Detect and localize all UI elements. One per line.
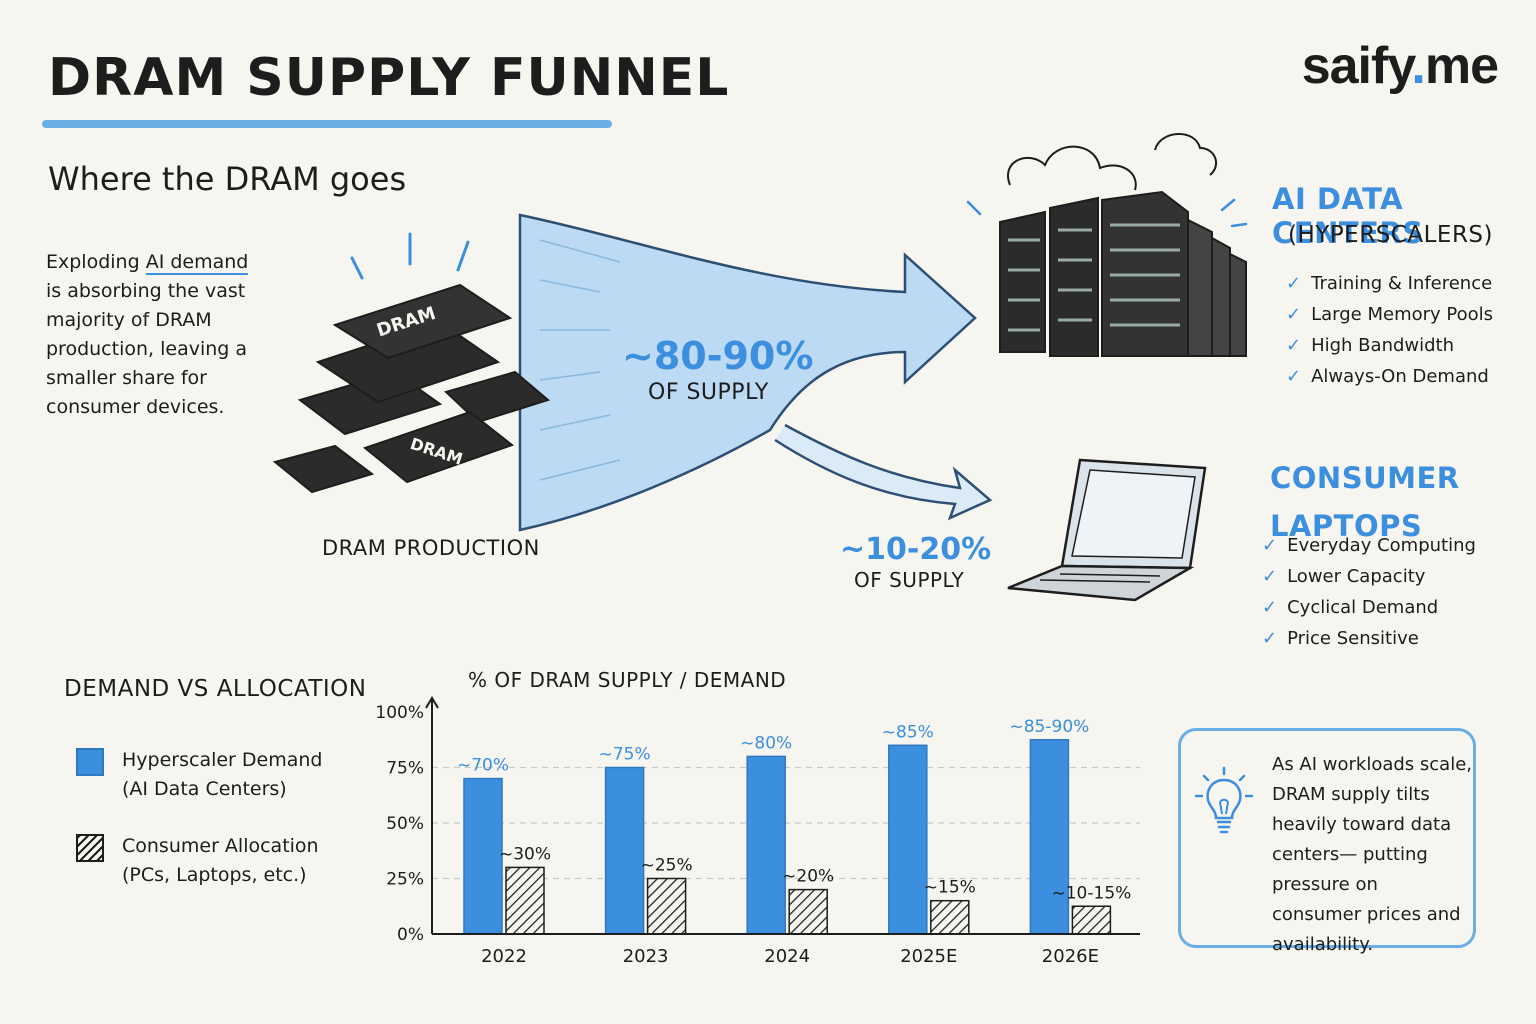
laptop-title: CONSUMER LAPTOPS — [1270, 454, 1460, 550]
list-item: ✓ Cyclical Demand — [1262, 592, 1476, 623]
bar-hyperscaler — [604, 766, 645, 935]
check-icon: ✓ — [1262, 535, 1278, 556]
brand-dot: . — [1411, 37, 1425, 95]
point-label: High Bandwidth — [1311, 335, 1455, 356]
data-label-hyperscaler: ~75% — [599, 745, 651, 765]
funnel-illustration: DRAM DRAM — [272, 133, 1248, 602]
datacenter-points: ✓ Training & Inference ✓ Large Memory Pool… — [1286, 268, 1493, 392]
datacenter-subtitle: (HYPERSCALERS) — [1288, 222, 1493, 248]
laptop-title-line1: CONSUMER — [1270, 461, 1460, 495]
bar-consumer — [646, 877, 687, 935]
minor-share-sub: OF SUPPLY — [854, 568, 965, 592]
legend-label: Consumer Allocation — [122, 835, 319, 857]
laptop-icon — [1007, 458, 1207, 602]
legend-swatch-hyperscaler — [76, 748, 104, 776]
legend-sublabel: (PCs, Laptops, etc.) — [122, 864, 307, 886]
point-label: Always-On Demand — [1311, 366, 1489, 387]
minor-share-pct: ~10-20% — [840, 532, 992, 567]
list-item: ✓ Everyday Computing — [1262, 530, 1476, 561]
list-item: ✓ High Bandwidth — [1286, 330, 1493, 361]
spark-marks — [350, 232, 470, 280]
section-title: DEMAND VS ALLOCATION — [64, 676, 367, 702]
bar-hyperscaler — [463, 777, 503, 935]
laptop-points: ✓ Everyday Computing ✓ Lower Capacity ✓ Cyc… — [1262, 530, 1476, 654]
data-label-hyperscaler: ~85-90% — [1010, 717, 1090, 737]
list-item: ✓ Large Memory Pools — [1286, 299, 1493, 330]
legend-item-hyperscaler: Hyperscaler Demand (AI Data Centers) — [122, 746, 322, 804]
check-icon: ✓ — [1286, 366, 1302, 387]
data-label-consumer: ~20% — [782, 867, 834, 887]
legend-swatch-consumer — [76, 834, 104, 862]
bar-consumer — [1071, 905, 1112, 935]
data-label-consumer: ~30% — [499, 844, 551, 864]
check-icon: ✓ — [1262, 597, 1278, 618]
source-label: DRAM PRODUCTION — [322, 536, 540, 560]
legend-item-consumer: Consumer Allocation (PCs, Laptops, etc.) — [122, 832, 319, 890]
data-label-consumer: ~15% — [924, 878, 976, 898]
x-tick-label: 2023 — [623, 946, 669, 967]
brand-main: saify — [1301, 37, 1413, 95]
insight-callout — [1178, 728, 1476, 948]
brand-logo: saify.me — [1301, 36, 1499, 96]
check-icon: ✓ — [1286, 273, 1302, 294]
list-item: ✓ Price Sensitive — [1262, 623, 1476, 654]
bar-consumer — [505, 866, 545, 935]
data-label-hyperscaler: ~85% — [882, 722, 934, 742]
funnel-arrow-main — [518, 213, 977, 532]
bar-hyperscaler — [1029, 739, 1070, 935]
bar-hyperscaler — [746, 755, 786, 935]
check-icon: ✓ — [1262, 628, 1278, 649]
data-label-hyperscaler: ~70% — [457, 756, 509, 776]
chart-title: % OF DRAM SUPPLY / DEMAND — [468, 668, 787, 692]
intro-part1: Exploding — [46, 251, 146, 273]
page-title: DRAM SUPPLY FUNNEL — [48, 48, 730, 108]
data-label-hyperscaler: ~80% — [740, 733, 792, 753]
laptop-title-line2: LAPTOPS — [1270, 509, 1423, 543]
title-underline — [42, 120, 612, 128]
check-icon: ✓ — [1286, 304, 1302, 325]
point-label: Large Memory Pools — [1311, 304, 1494, 325]
y-axis-arrow — [425, 696, 439, 709]
dram-chips-icon — [272, 283, 551, 494]
main-share-pct: ~80-90% — [622, 334, 814, 378]
point-label: Cyclical Demand — [1287, 597, 1439, 618]
brand-tld: me — [1424, 37, 1499, 95]
data-label-consumer: ~10-15% — [1052, 883, 1132, 903]
x-tick-label: 2026E — [1042, 946, 1099, 967]
legend-sublabel: (AI Data Centers) — [122, 778, 287, 800]
y-tick-label: 25% — [386, 870, 424, 890]
list-item: ✓ Lower Capacity — [1262, 561, 1476, 592]
y-tick-label: 75% — [386, 759, 424, 779]
intro-highlight: AI demand — [145, 251, 249, 275]
callout-text: As AI workloads scale, DRAM supply tilts… — [1272, 754, 1472, 955]
bar-hyperscaler — [888, 744, 928, 935]
point-label: Training & Inference — [1311, 273, 1493, 294]
x-tick-label: 2024 — [764, 946, 810, 967]
y-tick-label: 0% — [397, 925, 424, 945]
check-icon: ✓ — [1286, 335, 1302, 356]
page-subtitle: Where the DRAM goes — [48, 160, 407, 198]
bar-consumer — [788, 888, 828, 935]
bar-chart: 0% 25% 50% 75% 100% ~70% ~30% 2022 ~75% ~25% 2023 ~… — [375, 696, 1140, 967]
main-share-sub: OF SUPPLY — [648, 380, 769, 405]
check-icon: ✓ — [1262, 566, 1278, 587]
datacenter-title: AI DATA CENTERS — [1272, 182, 1424, 250]
point-label: Everyday Computing — [1287, 535, 1476, 556]
bar-consumer — [930, 899, 970, 935]
server-racks-icon — [966, 133, 1248, 357]
y-tick-label: 50% — [386, 814, 424, 834]
point-label: Lower Capacity — [1287, 566, 1426, 587]
list-item: ✓ Training & Inference — [1286, 268, 1493, 299]
data-label-consumer: ~25% — [641, 856, 693, 876]
x-tick-label: 2025E — [900, 946, 957, 967]
intro-part2: is absorbing the vast majority of DRAM p… — [46, 280, 248, 418]
point-label: Price Sensitive — [1287, 628, 1419, 649]
legend-label: Hyperscaler Demand — [122, 749, 323, 771]
intro-paragraph: Exploding AI demand is absorbing the vas… — [46, 248, 266, 422]
funnel-arrow-minor — [774, 423, 993, 521]
x-tick-label: 2022 — [481, 946, 527, 967]
y-tick-label: 100% — [375, 703, 424, 723]
list-item: ✓ Always-On Demand — [1286, 361, 1493, 392]
lightbulb-icon — [1194, 766, 1254, 834]
